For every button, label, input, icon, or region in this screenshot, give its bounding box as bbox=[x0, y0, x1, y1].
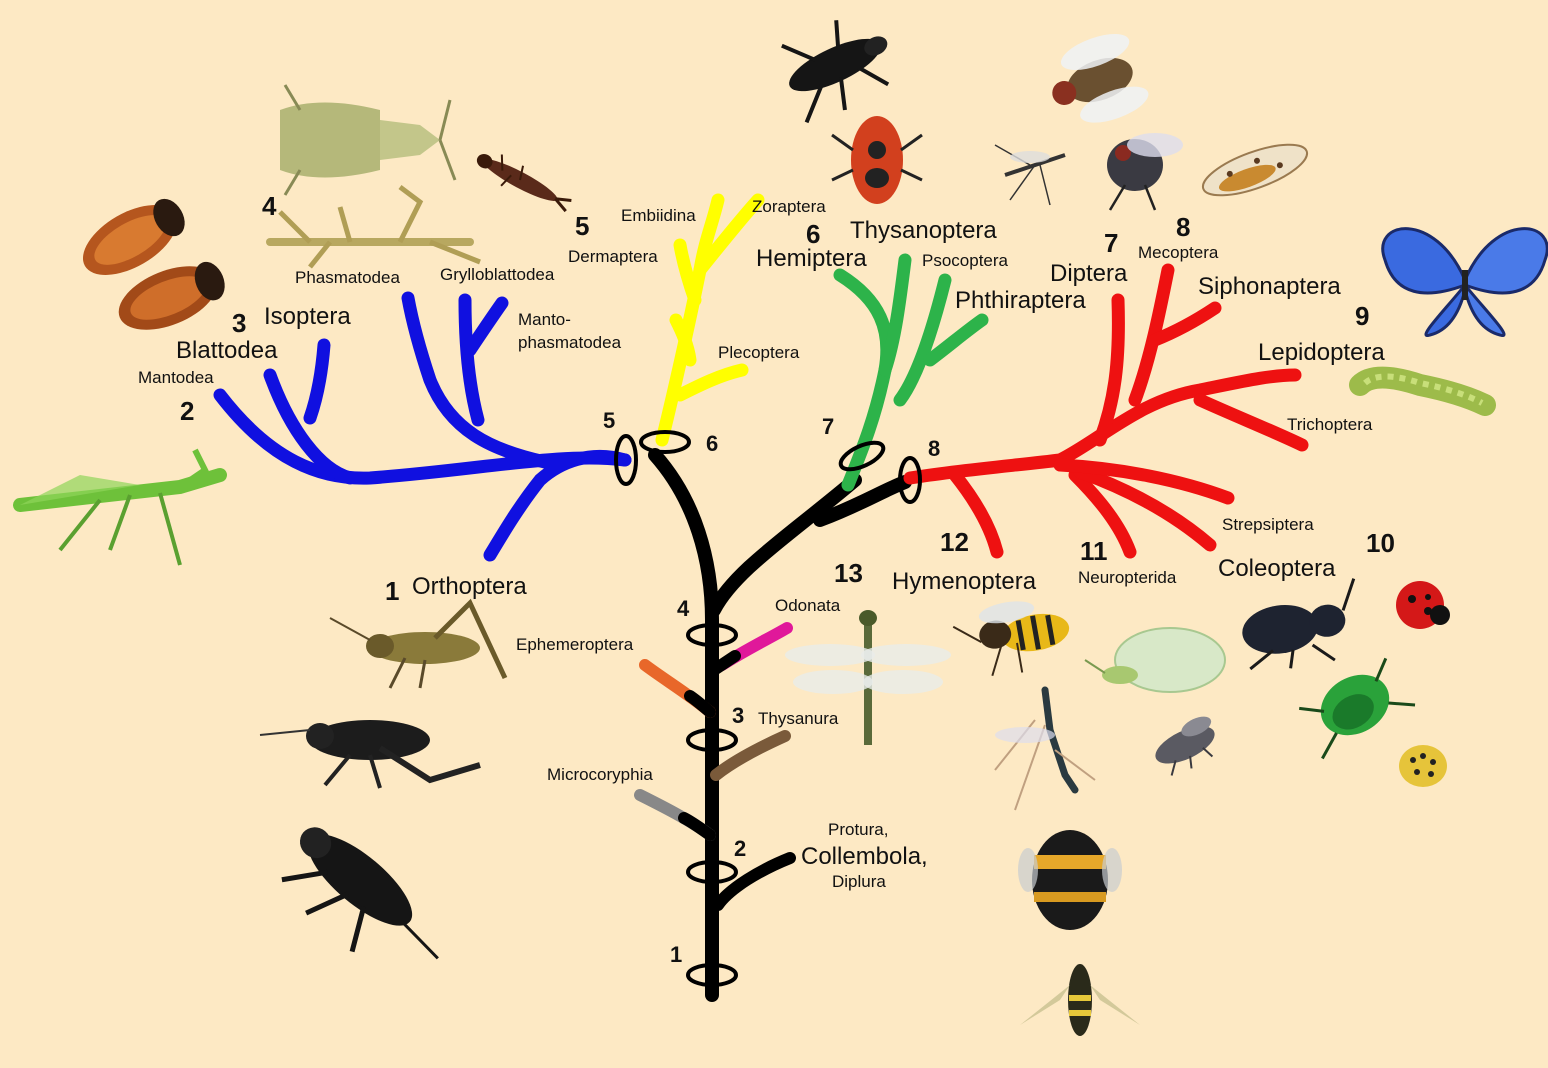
label-zoraptera: Zoraptera bbox=[752, 197, 826, 216]
mantis-icon bbox=[20, 450, 220, 565]
group-number-coleoptera: 10 bbox=[1366, 528, 1395, 558]
label-mantophasmatodea-line1: Manto- bbox=[518, 310, 571, 329]
label-lepidoptera: Lepidoptera bbox=[1258, 339, 1385, 366]
shield-bug-icon bbox=[832, 116, 922, 204]
ichneumon-icon bbox=[995, 690, 1095, 810]
label-thysanoptera: Thysanoptera bbox=[850, 217, 997, 244]
group-number-phasmatodea: 4 bbox=[262, 191, 277, 221]
assassin-bug-icon bbox=[773, 5, 906, 127]
label-isoptera: Isoptera bbox=[264, 303, 351, 330]
green-beetle-icon bbox=[1293, 655, 1415, 759]
field-cricket-icon bbox=[265, 814, 460, 997]
housefly-icon bbox=[1107, 133, 1183, 210]
label-neuropterida: Neuropterida bbox=[1078, 568, 1177, 587]
plecoptera-branch bbox=[680, 370, 742, 395]
label-diptera: Diptera bbox=[1050, 260, 1128, 287]
trunk-branch bbox=[655, 455, 712, 995]
label-embiidina: Embiidina bbox=[621, 206, 696, 225]
label-siphonaptera: Siphonaptera bbox=[1198, 273, 1341, 300]
insect-illustrations bbox=[20, 5, 1547, 1036]
group-number-blattodea: 3 bbox=[232, 308, 246, 338]
leaf-insect-icon bbox=[280, 85, 455, 195]
orthoptera-branch bbox=[490, 456, 625, 555]
label-odonata: Odonata bbox=[775, 596, 841, 615]
group-number-diptera: 7 bbox=[1104, 228, 1118, 258]
group-number-odonata: 13 bbox=[834, 558, 863, 588]
group-number-mantodea: 2 bbox=[180, 396, 194, 426]
bumblebee-icon bbox=[1018, 830, 1122, 930]
label-strepsiptera: Strepsiptera bbox=[1222, 515, 1314, 534]
label-hemiptera: Hemiptera bbox=[756, 245, 867, 272]
label-phthiraptera: Phthiraptera bbox=[955, 287, 1086, 314]
psocoptera-branch bbox=[900, 280, 945, 400]
caterpillar-icon bbox=[1360, 377, 1485, 406]
group-number-orthoptera: 1 bbox=[385, 576, 399, 606]
label-psocoptera: Psocoptera bbox=[922, 251, 1009, 270]
group-number-lepidoptera: 9 bbox=[1355, 301, 1369, 331]
stick-insect-icon bbox=[270, 187, 480, 267]
node-number-7: 7 bbox=[822, 414, 834, 439]
node-number-4: 4 bbox=[677, 596, 690, 621]
group-number-dermaptera: 5 bbox=[575, 211, 589, 241]
fly-icon bbox=[1039, 27, 1153, 137]
lacewing-icon bbox=[1085, 628, 1225, 692]
group-number-hymenoptera: 12 bbox=[940, 527, 969, 557]
group-number-neuropterida: 11 bbox=[1080, 536, 1108, 566]
node-number-8: 8 bbox=[928, 436, 940, 461]
label-blattodea: Blattodea bbox=[176, 337, 278, 364]
group-number-mecoptera: 8 bbox=[1176, 212, 1190, 242]
earwig-icon bbox=[471, 145, 575, 218]
dermaptera-branch bbox=[680, 245, 695, 300]
label-diplura: Diplura bbox=[832, 872, 886, 891]
label-grylloblattodea: Grylloblattodea bbox=[440, 265, 555, 284]
scorpionfly-icon bbox=[1197, 134, 1313, 205]
node-number-5: 5 bbox=[603, 408, 615, 433]
label-coleoptera: Coleoptera bbox=[1218, 555, 1336, 582]
isoptera-branch bbox=[310, 345, 324, 418]
label-plecoptera: Plecoptera bbox=[718, 343, 800, 362]
butterfly-icon bbox=[1383, 229, 1547, 336]
grylloblattodea-branch bbox=[465, 300, 478, 420]
hemiptera-branch bbox=[885, 260, 905, 370]
node-number-2: 2 bbox=[734, 836, 746, 861]
ground-beetle-icon bbox=[1237, 579, 1365, 675]
dermaptera-clade bbox=[662, 200, 758, 440]
label-protura: Protura, bbox=[828, 820, 888, 839]
label-mantophasmatodea-line2: phasmatodea bbox=[518, 333, 622, 352]
label-thysanura: Thysanura bbox=[758, 709, 839, 728]
trunk-right-branch bbox=[714, 480, 855, 610]
label-orthoptera: Orthoptera bbox=[412, 573, 527, 600]
mantophasmatodea-branch bbox=[470, 303, 502, 350]
label-ephemeroptera: Ephemeroptera bbox=[516, 635, 634, 654]
ladybird-icon bbox=[1396, 581, 1450, 629]
strepsipteran-icon bbox=[1148, 713, 1226, 781]
label-microcoryphia: Microcoryphia bbox=[547, 765, 653, 784]
label-hymenoptera: Hymenoptera bbox=[892, 568, 1037, 595]
label-collembola: Collembola, bbox=[801, 843, 928, 870]
label-mantodea: Mantodea bbox=[138, 368, 214, 387]
label-phasmatodea: Phasmatodea bbox=[295, 268, 400, 287]
node-number-6: 6 bbox=[706, 431, 718, 456]
label-dermaptera: Dermaptera bbox=[568, 247, 658, 266]
cricket-icon bbox=[260, 720, 480, 788]
node-number-1: 1 bbox=[670, 942, 682, 967]
wasp-icon bbox=[951, 592, 1076, 683]
spotted-ladybird-icon bbox=[1399, 745, 1447, 787]
grasshopper-icon bbox=[330, 603, 505, 688]
node-number-3: 3 bbox=[732, 703, 744, 728]
thysanura-branch bbox=[716, 736, 785, 775]
hoverfly-icon bbox=[1020, 964, 1140, 1036]
mosquito-icon bbox=[995, 145, 1065, 205]
label-trichoptera: Trichoptera bbox=[1287, 415, 1373, 434]
label-mecoptera: Mecoptera bbox=[1138, 243, 1219, 262]
